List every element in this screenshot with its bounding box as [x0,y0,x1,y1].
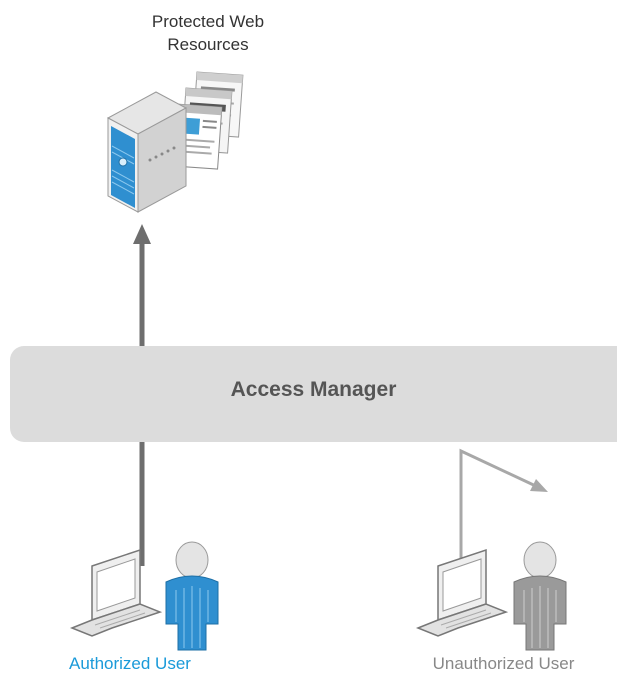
access-manager-band [10,346,617,442]
unauthorized-person-icon [513,541,567,651]
unauthorized-user-label: Unauthorized User [432,654,575,673]
authorized-user-label: Authorized User [69,654,191,673]
access-manager-label: Access Manager [230,378,397,401]
protected-resources-label: Protected Web Resources [118,10,298,56]
authorized-laptop-icon [69,548,163,637]
protected-resources-label-line2: Resources [167,35,249,54]
authorized-person-icon [165,541,219,651]
denied-access-arrow [459,448,548,566]
unauthorized-laptop-icon [415,548,509,637]
protected-resources-label-line1: Protected Web [151,12,265,31]
server-icon [106,91,188,213]
